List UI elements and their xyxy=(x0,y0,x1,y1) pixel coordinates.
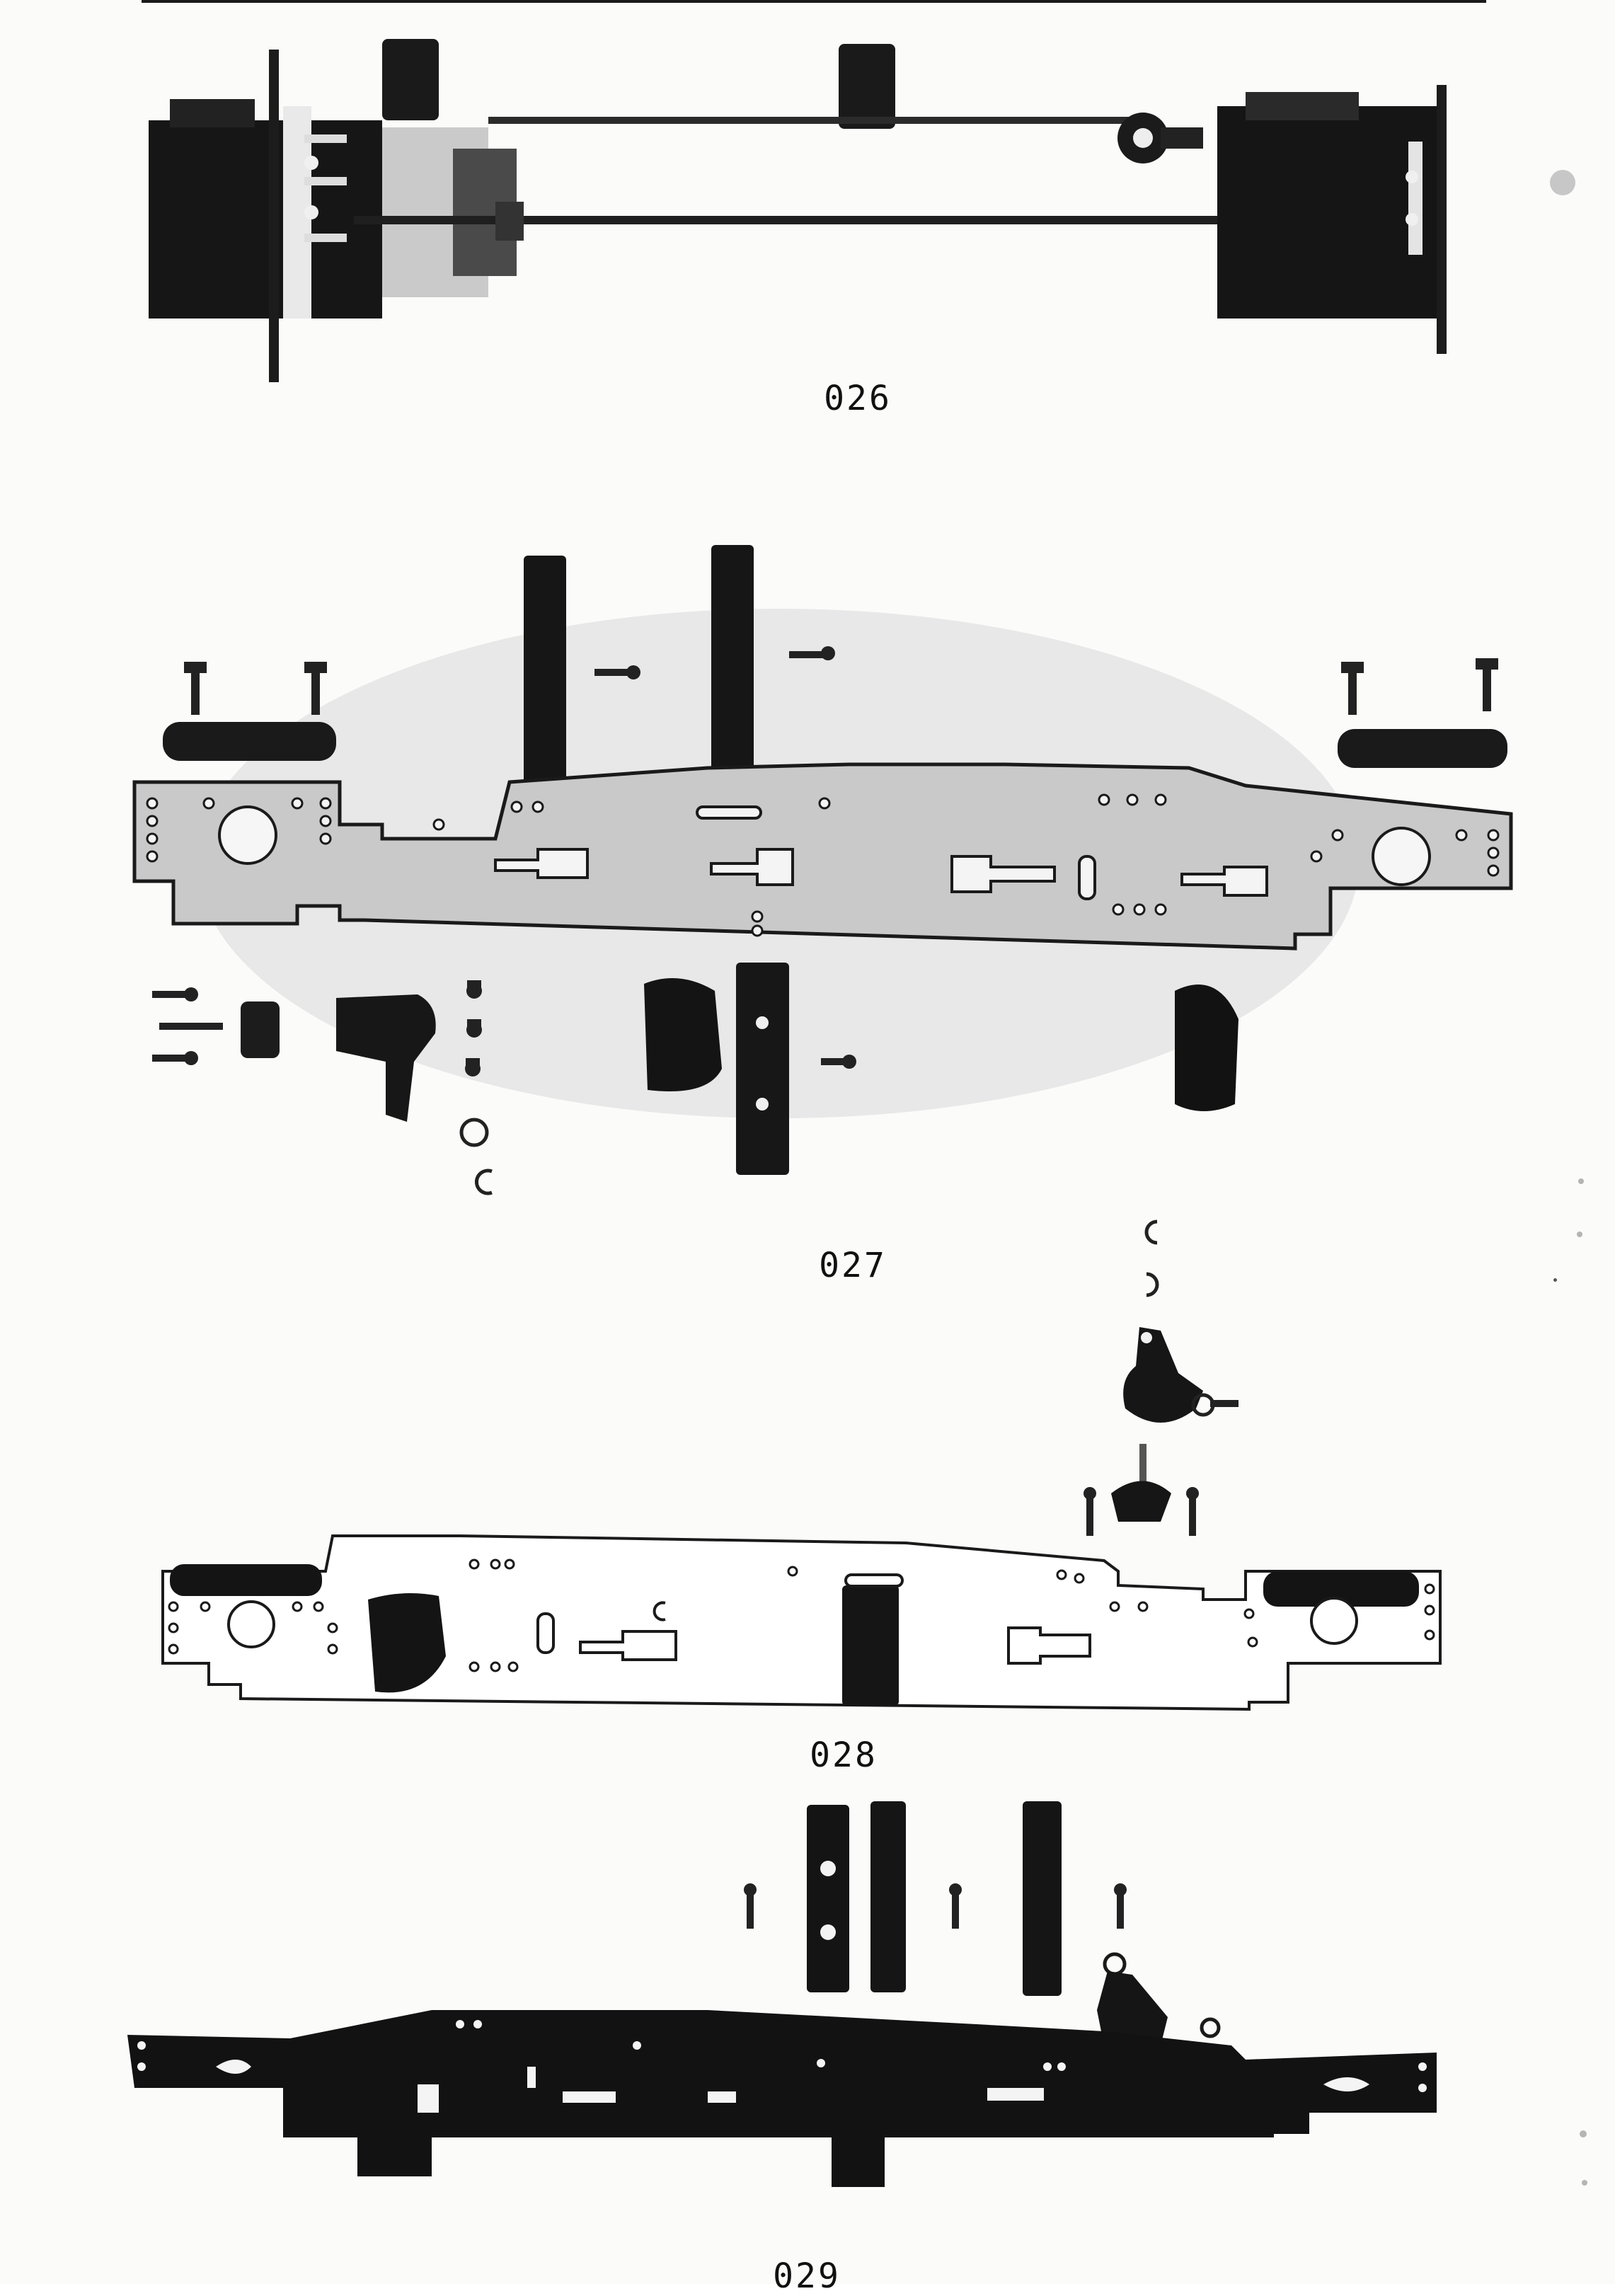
scan-speck xyxy=(1582,2180,1587,2186)
figure-caption-028: 028 xyxy=(810,1735,878,1775)
scan-edge xyxy=(142,0,1486,3)
scan-speck xyxy=(1580,2130,1587,2137)
figure-caption-026: 026 xyxy=(824,379,892,418)
axle-assembly-illustration xyxy=(149,39,1447,382)
scan-speck xyxy=(1578,1178,1584,1184)
chassis-plate-exploded-illustration xyxy=(132,545,1513,1195)
scan-speck xyxy=(1577,1232,1582,1237)
scan-speck xyxy=(1553,1278,1557,1282)
chassis-plate-outline-illustration xyxy=(161,1219,1442,1711)
figure-027: 027 xyxy=(0,524,1615,1288)
figure-caption-027: 027 xyxy=(819,1246,887,1285)
figure-029: 029 xyxy=(0,1784,1615,2296)
scan-speck xyxy=(1550,170,1575,195)
figure-caption-029: 029 xyxy=(773,2256,841,2296)
figure-026: 026 xyxy=(0,0,1615,453)
chassis-plate-solid-illustration xyxy=(127,1801,1437,2187)
figure-028: 028 xyxy=(0,1203,1615,1784)
